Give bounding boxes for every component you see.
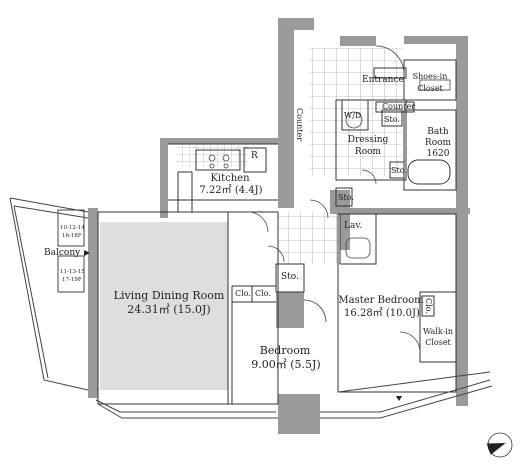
clo-master-label: Clo. <box>424 298 433 314</box>
master-bedroom-name: Master Bedroom <box>338 295 424 306</box>
kitchen-area: 7.22㎡ (4.4J) <box>199 185 263 196</box>
fixtures <box>208 79 451 259</box>
balcony <box>9 197 493 419</box>
sto-hall-label: Sto. <box>338 193 354 202</box>
bath-room-line1: Bath <box>427 127 449 137</box>
balcony-label: Balcony <box>44 248 81 258</box>
bedroom-name: Bedroom <box>259 344 311 357</box>
dressing-room-line1: Dressing <box>347 135 389 145</box>
shoes-closet-line2: Closet <box>417 84 443 93</box>
dressing-room-line2: Room <box>354 147 382 157</box>
lav-label: Lav. <box>344 221 363 231</box>
shoes-closet-line1: Shoes-in <box>412 72 448 81</box>
vent-upper-line1: 10-12-14 <box>60 225 85 231</box>
wd-label: W/D <box>344 111 362 120</box>
room-lines <box>97 59 457 405</box>
small-triangle-icon <box>396 396 402 401</box>
living-room-name: Living Dining Room <box>113 289 225 302</box>
vent-lower-line1: 11-13-15 <box>60 269 85 275</box>
triangle-right-icon <box>84 250 90 256</box>
door-swings <box>247 45 421 353</box>
clo-2-label: Clo. <box>255 289 271 298</box>
sto-center-label: Sto. <box>281 272 299 282</box>
clo-1-label: Clo. <box>235 289 251 298</box>
counter-entrance-label: Counter <box>382 102 416 111</box>
walls <box>88 18 470 434</box>
sto-dressing-label: Sto. <box>384 115 400 124</box>
master-bedroom-area: 16.28㎡ (10.0J) <box>344 308 420 319</box>
sto-bath-label: Sto. <box>391 166 407 175</box>
bedroom-area: 9.00㎡ (5.5J) <box>251 358 321 371</box>
bath-room-size: 1620 <box>426 149 450 159</box>
entrance-label: Entrance <box>362 75 404 85</box>
bath-room-line2: Room <box>424 138 452 148</box>
living-shade <box>100 222 228 390</box>
vent-lower-line2: 17-19F <box>62 277 82 283</box>
kitchen-floor-tile <box>176 142 248 166</box>
vent-upper-line2: 16-18F <box>62 233 82 239</box>
hall-tile <box>278 212 340 264</box>
walk-in-closet-line1: Walk-in <box>423 327 453 336</box>
walk-in-closet-line2: Closet <box>425 338 451 347</box>
living-room-area: 24.31㎡ (15.0J) <box>127 303 211 316</box>
fridge-label: R <box>251 151 258 161</box>
counter-vertical-label: Counter <box>295 108 304 142</box>
north-arrow-icon <box>486 432 513 458</box>
kitchen-name: Kitchen <box>210 173 250 184</box>
